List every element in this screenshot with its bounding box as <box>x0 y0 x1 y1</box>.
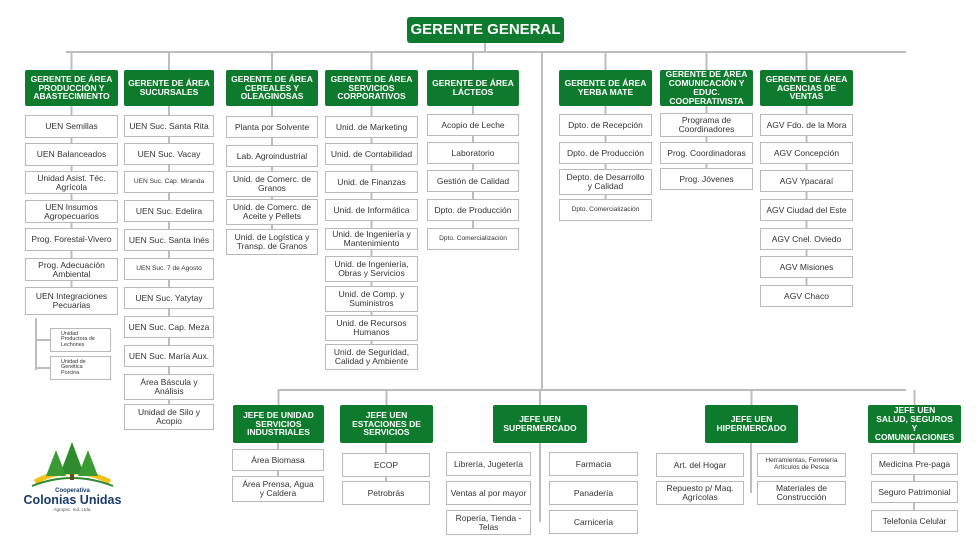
unit-header: JEFE DE UNIDAD SERVICIOS INDUSTRIALES <box>233 405 324 443</box>
unit-box: Dpto. Comercialización <box>427 228 519 250</box>
unit-box: UEN Suc. María Aux. <box>124 345 214 367</box>
unit-box: UEN Suc. Cap. Miranda <box>124 171 214 193</box>
unit-box: Ropería, Tienda - Telas <box>446 510 531 535</box>
unit-header: JEFE UEN ESTACIONES DE SERVICIOS <box>340 405 433 443</box>
unit-box: Panadería <box>549 481 638 505</box>
unit-box: UEN Suc. Yatytay <box>124 287 214 309</box>
manager-header: GERENTE DE ÁREA CEREALES Y OLEAGINOSAS <box>226 70 318 106</box>
unit-box: Área Báscula y Análisis <box>124 374 214 400</box>
unit-box: Área Prensa, Agua y Caldera <box>232 476 324 502</box>
cooperative-logo: Cooperativa Colonias Unidas Agropec. Ind… <box>20 440 125 515</box>
unit-box: Gestión de Calidad <box>427 170 519 192</box>
manager-header: GERENTE DE ÁREA YERBA MATE <box>559 70 652 106</box>
unit-box: UEN Suc. Santa Rita <box>124 115 214 137</box>
unit-box: Repuesto p/ Maq. Agrícolas <box>656 481 744 505</box>
unit-box: UEN Insumos Agropecuarios <box>25 200 118 223</box>
unit-box: Medicina Pre-paga <box>871 453 958 475</box>
unit-box: Prog. Forestal-Vivero <box>25 228 118 251</box>
unit-box: Unid. de Ingeniería, Obras y Servicios <box>325 256 418 282</box>
unit-box: Prog. Jóvenes <box>660 168 753 190</box>
unit-box: ECOP <box>342 453 430 477</box>
manager-header: GERENTE DE ÁREA AGENCIAS DE VENTAS <box>760 70 853 106</box>
unit-box: Telefonía Celular <box>871 510 958 532</box>
unit-box: Dpto. de Producción <box>559 142 652 164</box>
unit-box: Seguro Patrimonial <box>871 481 958 503</box>
unit-box: AGV Misiones <box>760 256 853 278</box>
unit-box: Programa de Coordinadores <box>660 113 753 137</box>
logo-line-3: Agropec. Ind. Ltda. <box>53 507 92 512</box>
unit-box: UEN Suc. Vacay <box>124 143 214 165</box>
trees-logo-icon <box>31 442 114 487</box>
unit-box: AGV Ypacaraí <box>760 170 853 192</box>
unit-box: Farmacia <box>549 452 638 476</box>
unit-box: Materiales de Construcción <box>757 481 846 505</box>
unit-box: Petrobrás <box>342 481 430 505</box>
unit-box: AGV Cnel. Oviedo <box>760 228 853 250</box>
unit-box: Unid. de Comp. y Suministros <box>325 286 418 312</box>
unit-box: Dpto. de Producción <box>427 199 519 221</box>
logo-line-2: Colonias Unidas <box>23 493 122 507</box>
manager-header: GERENTE DE ÁREA SUCURSALES <box>124 70 214 106</box>
unit-box: Laboratorio <box>427 142 519 164</box>
unit-box: Unid. de Marketing <box>325 116 418 138</box>
unit-box: UEN Semillas <box>25 115 118 138</box>
manager-header: GERENTE DE ÁREA LÁCTEOS <box>427 70 519 106</box>
unit-box: Unid. de Comerc. de Granos <box>226 171 318 197</box>
unit-box: Unid. de Ingeniería y Mantenimiento <box>325 228 418 250</box>
unit-box: Unid. de Logística y Transp. de Granos <box>226 229 318 255</box>
unit-box: Art. del Hogar <box>656 453 744 477</box>
top-manager-box: GERENTE GENERAL <box>407 17 564 43</box>
unit-box: Dpto. Comercialización <box>559 199 652 221</box>
unit-box: Unid. de Contabilidad <box>325 143 418 165</box>
manager-header: GERENTE DE ÁREA COMUNICACIÓN Y EDUC. COO… <box>660 70 753 106</box>
unit-box: Unid. de Informática <box>325 199 418 221</box>
unit-box: Ventas al por mayor <box>446 481 531 505</box>
logo-line-1: Cooperativa <box>55 488 90 494</box>
unit-box: Prog. Adecuación Ambiental <box>25 258 118 281</box>
unit-box: Área Biomasa <box>232 449 324 471</box>
unit-header: JEFE UEN HIPERMERCADO <box>705 405 798 443</box>
unit-header: JEFE UEN SALUD, SEGUROS Y COMUNICACIONES <box>868 405 961 443</box>
unit-header: JEFE UEN SUPERMERCADO <box>493 405 587 443</box>
unit-box: Lab. Agroindustrial <box>226 145 318 167</box>
unit-box: UEN Suc. Santa Inés <box>124 229 214 251</box>
unit-box: Carnicería <box>549 510 638 534</box>
unit-box: UEN Suc. Edelira <box>124 200 214 222</box>
unit-box: AGV Ciudad del Este <box>760 199 853 221</box>
unit-box: Dpto. de Recepción <box>559 114 652 136</box>
unit-box: Unid. de Comerc. de Aceite y Pellets <box>226 199 318 225</box>
sub-unit-box: Unidad Productora de Lechones <box>50 328 111 352</box>
manager-header: GERENTE DE ÁREA SERVICIOS CORPORATIVOS <box>325 70 418 106</box>
unit-box: UEN Suc. Cap. Meza <box>124 316 214 338</box>
unit-box: Unidad Asist. Téc. Agrícola <box>25 171 118 194</box>
unit-box: Unid. de Seguridad, Calidad y Ambiente <box>325 344 418 370</box>
unit-box: Herramientas, Ferretería Artículos de Pe… <box>757 453 846 477</box>
unit-box: UEN Integraciones Pecuarias <box>25 287 118 315</box>
unit-box: Acopio de Leche <box>427 114 519 136</box>
unit-box: Depto. de Desarrollo y Calidad <box>559 169 652 195</box>
unit-box: AGV Fdo. de la Mora <box>760 114 853 136</box>
sub-unit-box: Unidad de Genética Porcina <box>50 356 111 380</box>
unit-box: Prog. Coordinadoras <box>660 142 753 164</box>
unit-box: Librería, Jugetería <box>446 452 531 476</box>
unit-box: Planta por Solvente <box>226 116 318 138</box>
unit-box: AGV Concepción <box>760 142 853 164</box>
unit-box: Unidad de Silo y Acopio <box>124 404 214 430</box>
unit-box: UEN Suc. 7 de Agosto <box>124 258 214 280</box>
unit-box: UEN Balanceados <box>25 143 118 166</box>
unit-box: Unid. de Finanzas <box>325 171 418 193</box>
unit-box: AGV Chaco <box>760 285 853 307</box>
manager-header: GERENTE DE ÁREA PRODUCCIÓN Y ABASTECIMIE… <box>25 70 118 106</box>
unit-box: Unid. de Recursos Humanos <box>325 315 418 341</box>
